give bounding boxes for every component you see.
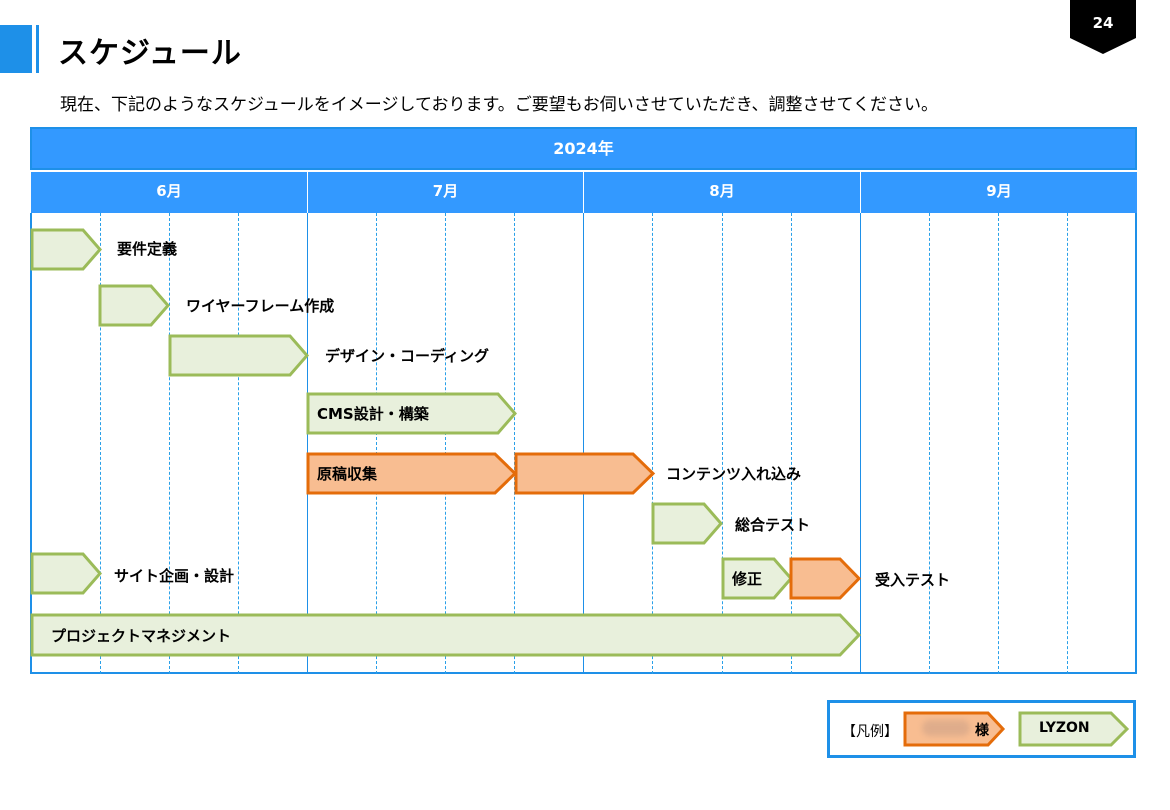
task-arrow-content-entry — [514, 452, 656, 495]
title-accent-line — [36, 25, 39, 73]
week-divider — [514, 213, 515, 674]
legend-vendor-arrow: LYZON — [1018, 711, 1130, 747]
month-divider — [860, 213, 861, 674]
week-divider — [100, 213, 101, 674]
week-divider — [238, 213, 239, 674]
task-arrow-integration-test — [651, 502, 723, 545]
week-divider — [376, 213, 377, 674]
week-divider — [169, 213, 170, 674]
week-divider — [791, 213, 792, 674]
task-arrow-site-planning — [30, 552, 102, 595]
page-number: 24 — [1092, 14, 1114, 32]
month-july: 7月 — [307, 170, 583, 213]
task-arrow-acceptance-test — [789, 557, 862, 600]
legend-client-arrow: 様 — [903, 711, 1006, 747]
task-label-requirements: 要件定義 — [117, 240, 178, 258]
task-label-acceptance-test: 受入テスト — [875, 571, 951, 589]
task-arrow-design-coding — [168, 334, 309, 377]
month-august: 8月 — [583, 170, 860, 213]
week-divider — [722, 213, 723, 674]
week-divider — [929, 213, 930, 674]
week-divider — [445, 213, 446, 674]
task-arrow-wireframe — [98, 284, 170, 327]
blurred-client-name — [922, 720, 970, 736]
month-divider — [583, 213, 584, 674]
week-divider — [652, 213, 653, 674]
page-subtitle: 現在、下記のようなスケジュールをイメージしております。ご要望もお伺いさせていただ… — [60, 95, 939, 115]
legend-title: 【凡例】 — [842, 724, 898, 740]
task-arrow-cms: CMS設計・構築 — [306, 392, 517, 435]
week-divider — [998, 213, 999, 674]
task-label-wireframe: ワイヤーフレーム作成 — [186, 297, 335, 315]
month-june: 6月 — [30, 170, 307, 213]
task-label-integration-test: 総合テスト — [735, 516, 811, 534]
task-label-content-entry: コンテンツ入れ込み — [666, 465, 802, 483]
task-label-project-management: プロジェクトマネジメント — [51, 627, 232, 645]
week-divider — [1067, 213, 1068, 674]
task-arrow-requirements — [30, 228, 102, 271]
title-accent-bar — [0, 25, 32, 73]
task-arrow-manuscript: 原稿収集 — [306, 452, 518, 495]
task-label-manuscript: 原稿収集 — [317, 465, 378, 483]
task-label-fix: 修正 — [732, 570, 763, 588]
task-arrow-fix: 修正 — [721, 557, 793, 600]
month-divider — [307, 213, 308, 674]
month-september: 9月 — [860, 170, 1137, 213]
legend: 【凡例】 様 LYZON — [827, 700, 1136, 758]
legend-client-label: 様 — [975, 723, 989, 739]
gantt-chart: 2024年 6月 7月 8月 9月 要件定義 ワイヤーフレーム作成 デザイン・コ… — [30, 127, 1137, 674]
task-label-cms: CMS設計・構築 — [317, 405, 429, 423]
page-number-badge: 24 — [1070, 0, 1136, 54]
page-title: スケジュール — [58, 36, 242, 71]
year-header: 2024年 — [30, 127, 1137, 170]
task-arrow-project-management: プロジェクトマネジメント — [30, 613, 862, 657]
task-label-design-coding: デザイン・コーディング — [325, 347, 489, 365]
month-header: 6月 7月 8月 9月 — [30, 170, 1137, 213]
task-label-site-planning: サイト企画・設計 — [114, 567, 235, 585]
legend-vendor-label: LYZON — [1039, 720, 1090, 736]
